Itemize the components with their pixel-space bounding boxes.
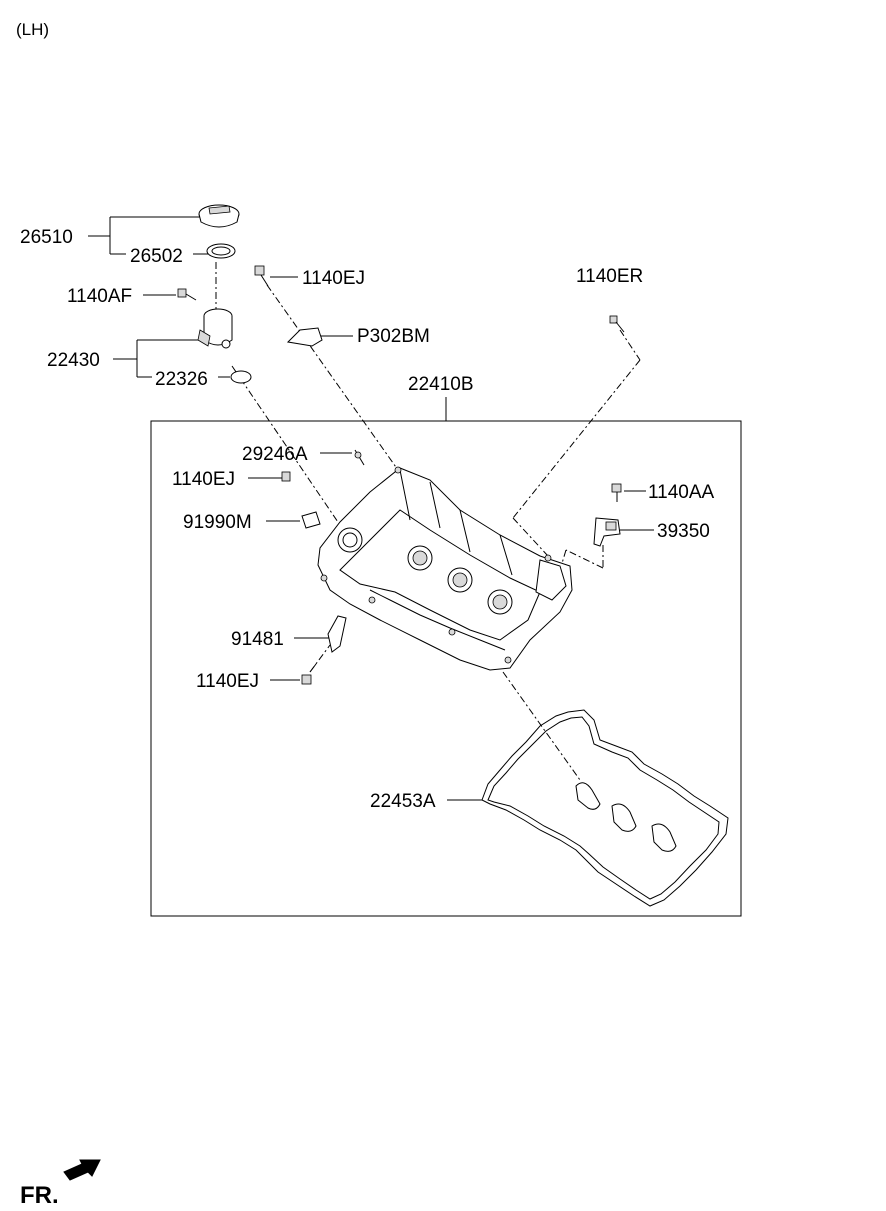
label-39350[interactable]: 39350 <box>657 521 710 542</box>
label-1140ER[interactable]: 1140ER <box>576 266 643 287</box>
bolt-1140AA-icon[interactable] <box>611 483 622 502</box>
leader-lines <box>88 216 654 801</box>
label-P302BM[interactable]: P302BM <box>357 326 430 347</box>
label-91481[interactable]: 91481 <box>231 629 284 650</box>
front-arrow-icon <box>63 1159 101 1181</box>
label-22410B[interactable]: 22410B <box>408 374 474 395</box>
cap-seal-icon[interactable] <box>206 243 236 259</box>
label-26510[interactable]: 26510 <box>20 227 73 248</box>
label-1140EJ-low[interactable]: 1140EJ <box>196 671 259 692</box>
label-26502[interactable]: 26502 <box>130 246 183 267</box>
label-1140EJ-top[interactable]: 1140EJ <box>302 268 365 289</box>
label-22430[interactable]: 22430 <box>47 350 100 371</box>
bolt-1140ER-icon[interactable] <box>609 315 625 333</box>
label-1140EJ-mid[interactable]: 1140EJ <box>172 469 235 490</box>
label-29246A[interactable]: 29246A <box>242 444 308 465</box>
gasket-icon[interactable] <box>481 709 729 907</box>
head-cover-icon[interactable] <box>317 466 573 671</box>
cam-sensor-icon[interactable] <box>593 517 621 547</box>
label-22453A[interactable]: 22453A <box>370 791 436 812</box>
bolt-1140AF-icon[interactable] <box>177 288 197 301</box>
label-1140AA[interactable]: 1140AA <box>648 482 715 503</box>
bracket-P302BM-icon[interactable] <box>286 327 323 347</box>
label-1140AF[interactable]: 1140AF <box>67 286 132 307</box>
label-22326[interactable]: 22326 <box>155 369 208 390</box>
variant-label: (LH) <box>16 20 49 39</box>
oil-filler-cap-icon[interactable] <box>198 204 240 228</box>
filler-neck-icon[interactable] <box>197 308 233 349</box>
label-91990M[interactable]: 91990M <box>183 512 252 533</box>
bolt-1140EJ-low-icon[interactable] <box>301 663 317 685</box>
bolt-1140EJ-mid-icon[interactable] <box>281 471 291 482</box>
bolt-1140EJ-top-icon[interactable] <box>254 265 269 287</box>
bracket-91481-icon[interactable] <box>327 615 347 653</box>
bracket-91990M-icon[interactable] <box>301 511 321 529</box>
o-ring-icon[interactable] <box>230 370 252 384</box>
stud-29246A-icon[interactable] <box>354 449 365 466</box>
direction-label: FR. <box>20 1182 59 1209</box>
